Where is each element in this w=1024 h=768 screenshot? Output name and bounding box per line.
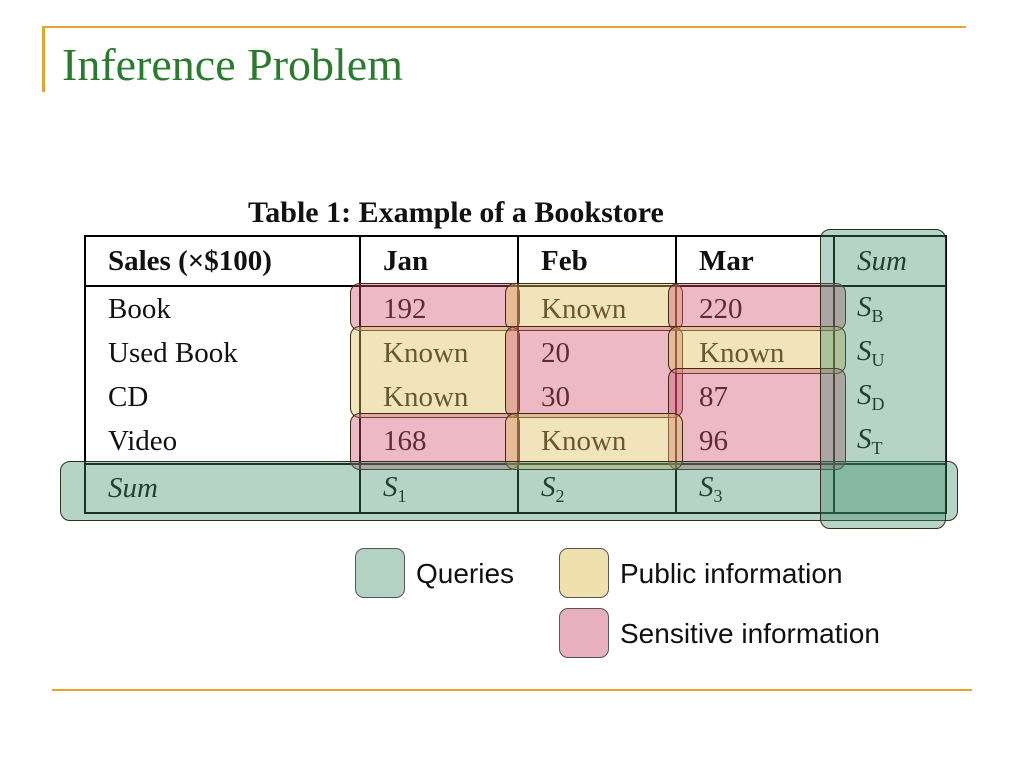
- sensitive-label: Sensitive information: [620, 618, 880, 649]
- public-highlight-used-mar: [668, 326, 846, 374]
- row-label: Book: [84, 286, 361, 331]
- header-mar: Mar: [675, 235, 835, 287]
- queries-swatch: [355, 548, 405, 598]
- sensitive-highlight-book-jan: [350, 283, 520, 331]
- cell-jan: Known: [359, 375, 519, 419]
- footer-rule: [52, 689, 972, 691]
- cell-jan: 168: [359, 419, 519, 464]
- row-label: Used Book: [84, 331, 361, 375]
- header-jan: Jan: [359, 235, 519, 287]
- sum-jan: S1: [359, 463, 519, 514]
- table-row: CD Known 30 87 SD: [84, 375, 947, 419]
- public-swatch: [559, 548, 609, 598]
- slide-title: Inference Problem: [62, 39, 404, 90]
- cell-sum: SD: [833, 375, 947, 419]
- queries-label: Queries: [416, 558, 515, 589]
- sensitive-highlight-feb-used-cd: [505, 326, 683, 418]
- cell-mar: Known: [675, 331, 835, 375]
- cell-sum: SB: [833, 286, 947, 331]
- query-highlight-sum-row: [60, 461, 958, 521]
- sum-row-label: Sum: [84, 463, 361, 514]
- sensitive-swatch: [559, 608, 609, 658]
- header-sum: Sum: [833, 235, 947, 287]
- title-rule-left: [42, 26, 45, 92]
- table-header-row: Sales (×$100) Jan Feb Mar Sum: [84, 235, 947, 287]
- sensitive-highlight-video-jan: [350, 413, 520, 470]
- cell-jan: Known: [359, 331, 519, 375]
- table-sum-row: Sum S1 S2 S3: [84, 463, 947, 514]
- table-caption: Table 1: Example of a Bookstore: [248, 196, 664, 229]
- cell-sum: SU: [833, 331, 947, 375]
- row-label: Video: [84, 419, 361, 464]
- header-sales: Sales (×$100): [84, 235, 361, 287]
- cell-mar: 220: [675, 286, 835, 331]
- public-highlight-jan-used-cd: [350, 326, 520, 418]
- table-row: Used Book Known 20 Known SU: [84, 331, 947, 375]
- cell-mar: 96: [675, 419, 835, 464]
- header-feb: Feb: [517, 235, 677, 287]
- table-row: Book 192 Known 220 SB: [84, 286, 947, 331]
- cell-mar: 87: [675, 375, 835, 419]
- bookstore-table: Sales (×$100) Jan Feb Mar Sum Book 192 K…: [84, 235, 947, 514]
- public-highlight-video-feb: [505, 413, 683, 470]
- cell-feb: Known: [517, 419, 677, 464]
- cell-jan: 192: [359, 286, 519, 331]
- sensitive-highlight-cd-video-mar: [668, 368, 846, 470]
- sum-mar: S3: [675, 463, 835, 514]
- sum-feb: S2: [517, 463, 677, 514]
- row-label: CD: [84, 375, 361, 419]
- query-highlight-sum-column: [820, 229, 946, 529]
- sensitive-highlight-book-mar: [668, 283, 846, 331]
- public-label: Public information: [620, 558, 843, 589]
- title-rule-top: [42, 26, 966, 28]
- table-row: Video 168 Known 96 ST: [84, 419, 947, 464]
- cell-feb: 30: [517, 375, 677, 419]
- public-highlight-book-feb: [505, 283, 683, 331]
